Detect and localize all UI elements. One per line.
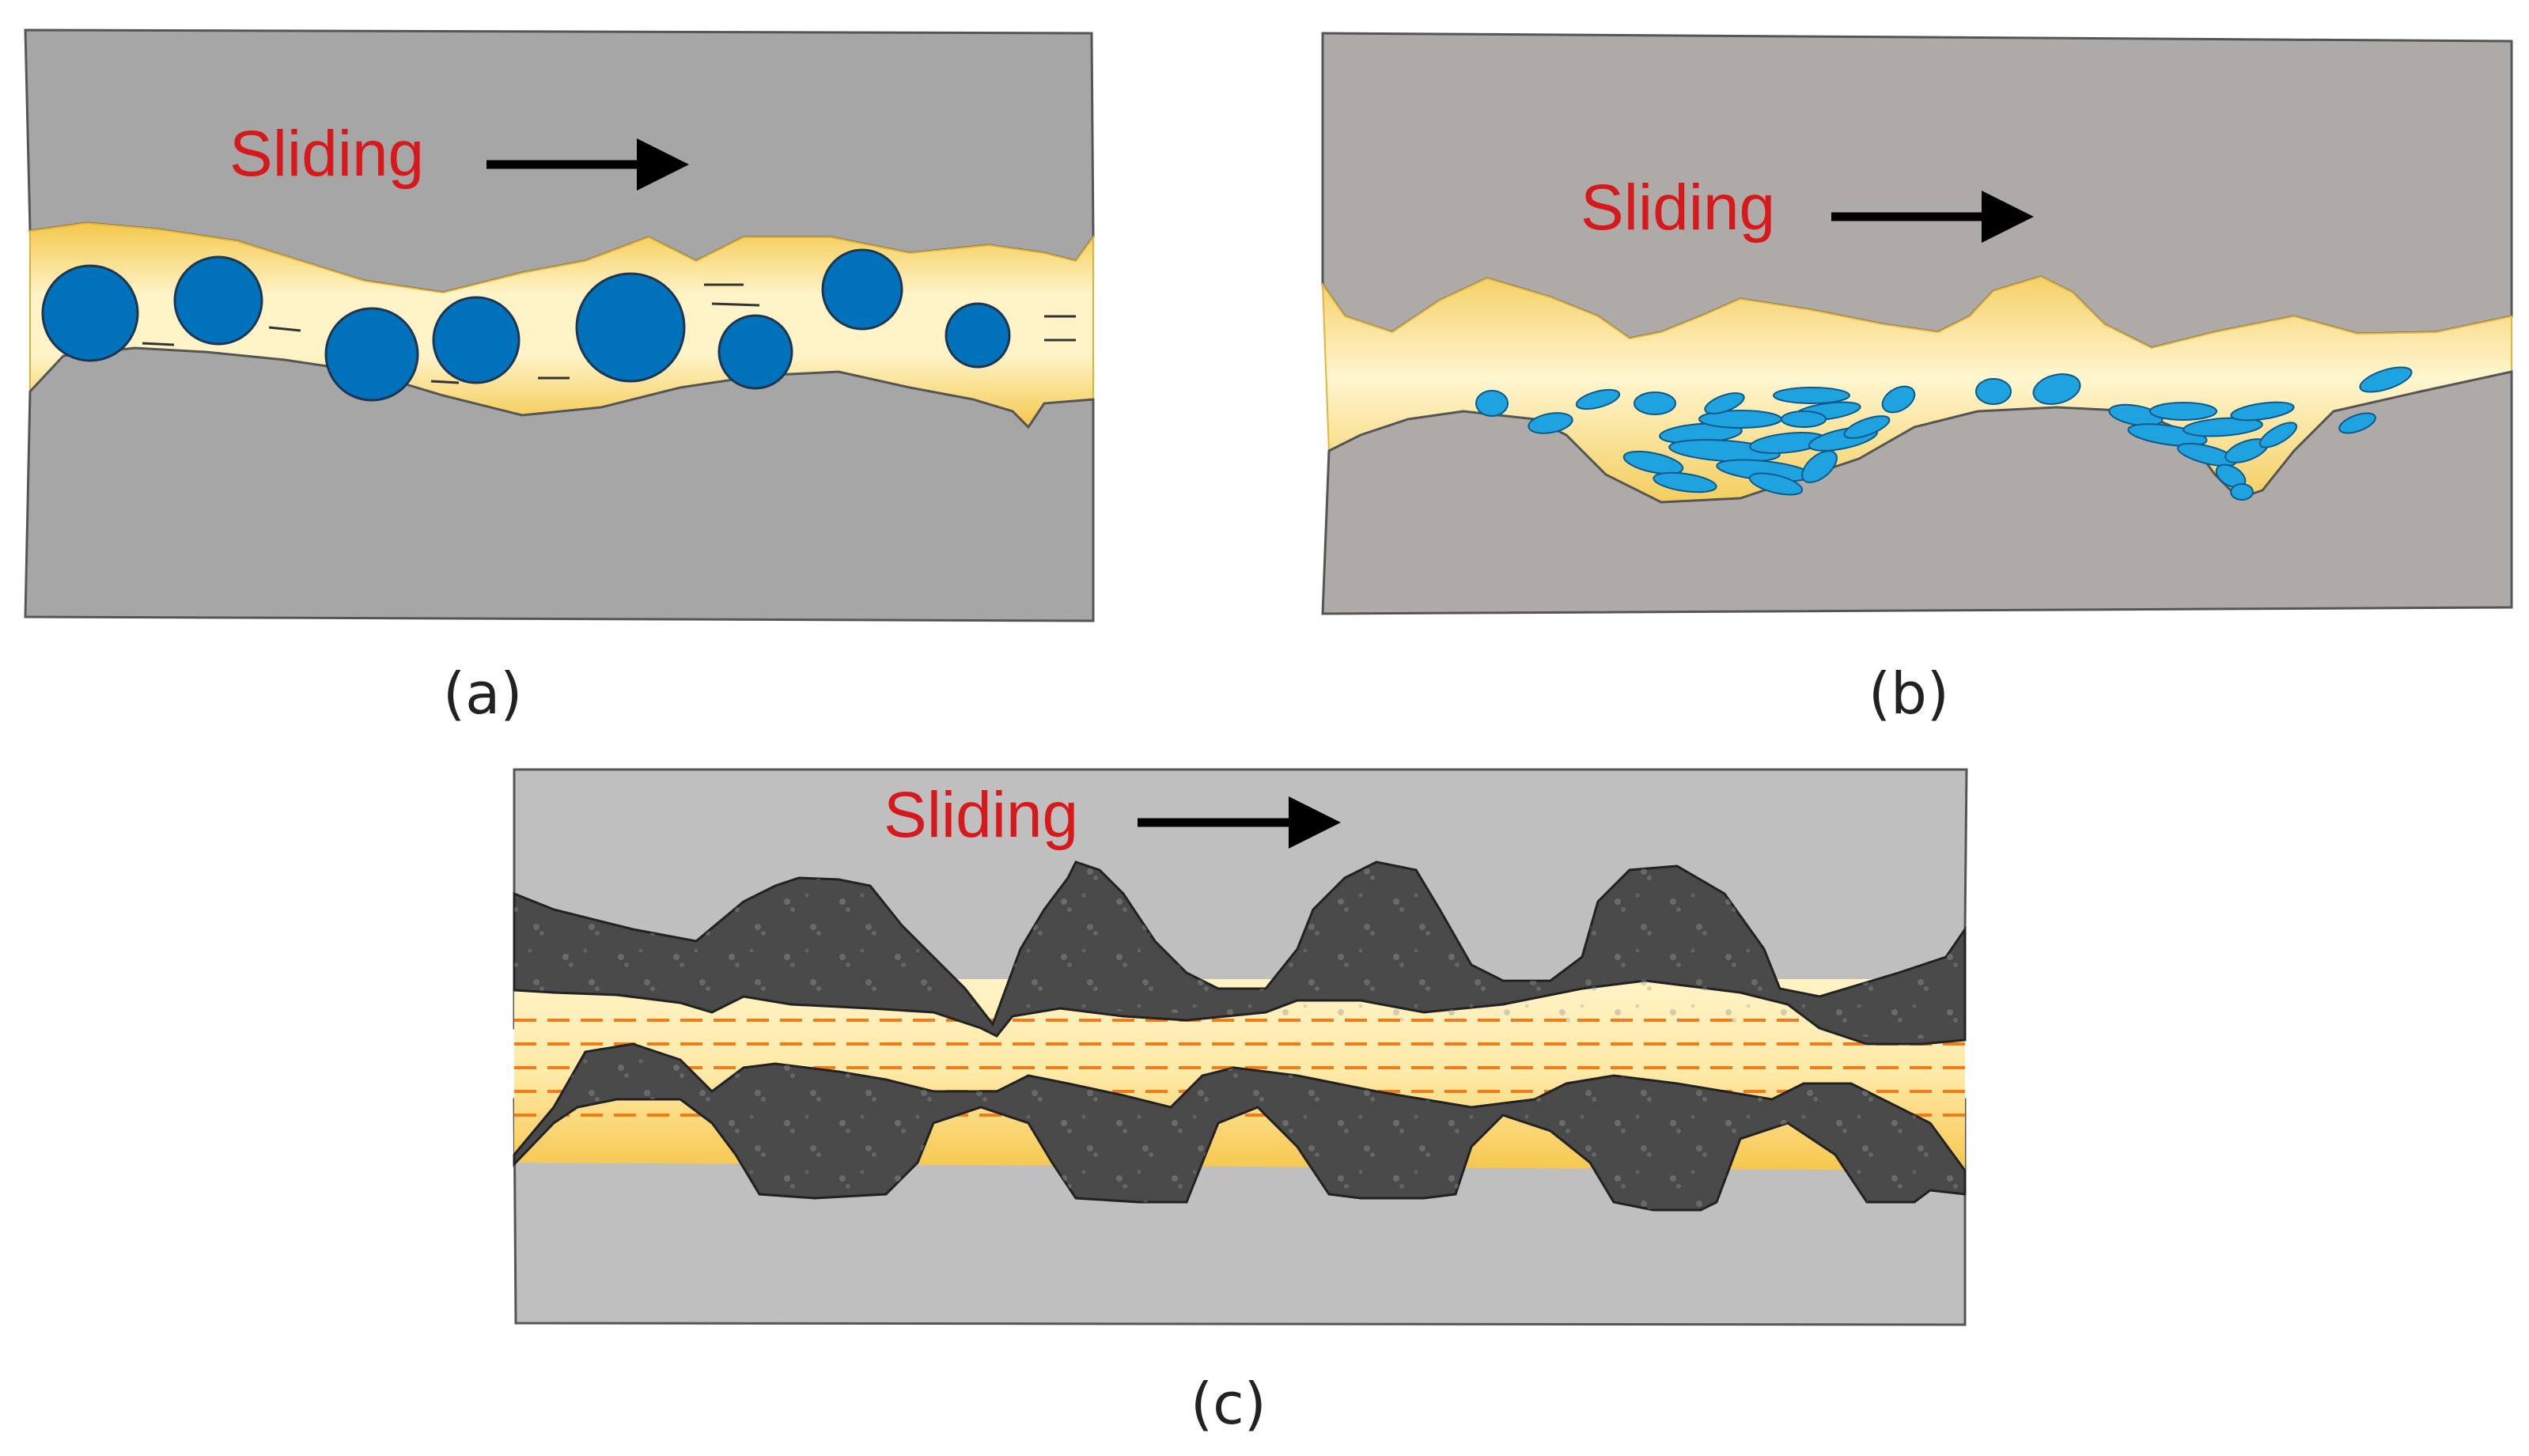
sliding-label: Sliding [1581, 172, 1775, 244]
lamellar-dashes [142, 283, 1076, 384]
panel-caption: (c) [1191, 1371, 1266, 1437]
panel-a: Sliding (a) [24, 28, 1095, 727]
sliding-label: Sliding [229, 118, 424, 190]
sliding-label: Sliding [884, 779, 1078, 851]
spherical-particles [41, 248, 1011, 402]
lower-tribofilm-texture [514, 1044, 1965, 1210]
panel-b: Sliding (b) [1321, 32, 2513, 727]
upper-tribofilm-texture [514, 862, 1965, 1040]
panel-caption: (b) [1868, 660, 1949, 727]
panel-caption: (a) [443, 660, 522, 727]
panel-c: Sliding (c) [513, 768, 1968, 1437]
ellipsoidal-particles [1475, 366, 2413, 501]
